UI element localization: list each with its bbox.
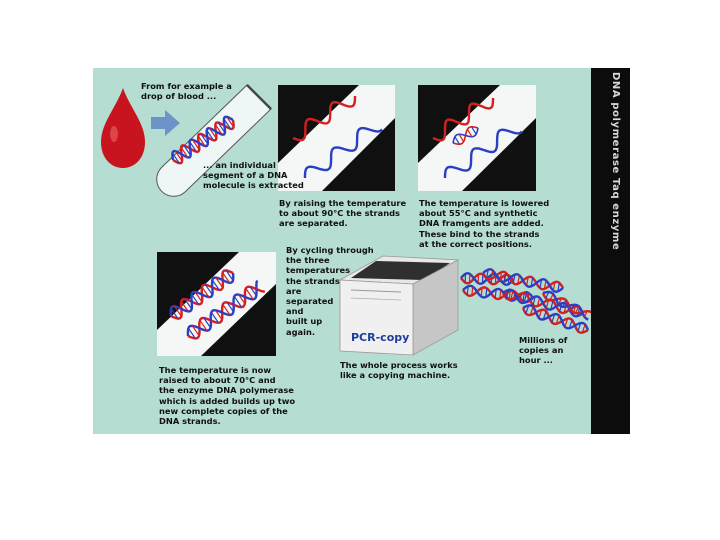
caption-denature: By raising the temperature to about 90°C… — [279, 198, 407, 229]
blood-drop-icon — [101, 88, 145, 168]
dna-helix-icon — [541, 290, 593, 321]
caption-extend: The temperature is now raised to about 7… — [159, 365, 296, 427]
caption-blood-drop: From for example a drop of blood ... — [141, 81, 232, 102]
dna-helix-icon — [171, 115, 235, 165]
caption-dna-segment: ... an individual segment of a DNA molec… — [203, 160, 304, 191]
caption-cycling: By cycling through the three temperature… — [286, 245, 374, 337]
caption-millions: Millions of copies an hour ... — [519, 335, 568, 366]
pcr-diagram: PCR-copy From for example a drop of bloo… — [93, 68, 630, 434]
caption-copy-machine: The whole process works like a copying m… — [340, 360, 458, 381]
dna-helix-icon — [432, 98, 495, 142]
panel-anneal — [418, 85, 536, 191]
right-arrow-icon — [151, 110, 180, 136]
dna-helix-icon — [443, 128, 523, 178]
sidebar-credit: DNA polymerase Taq enzyme — [610, 72, 621, 251]
dna-helix-icon — [481, 268, 565, 293]
dna-helix-icon — [169, 269, 235, 320]
diagram-artwork — [101, 84, 593, 356]
sidebar-strip: DNA polymerase Taq enzyme — [591, 68, 630, 434]
pcr-machine-icon — [338, 255, 460, 356]
panel-denature — [278, 85, 395, 191]
dna-helix-icon — [303, 126, 383, 178]
panel-extend — [157, 252, 276, 356]
caption-anneal: The temperature is lowered about 55°C an… — [419, 198, 550, 249]
dna-helix-icon — [452, 126, 479, 145]
dna-helix-icon — [186, 280, 265, 340]
dna-helix-icon — [292, 96, 357, 142]
pcr-machine-label: PCR-copy — [351, 331, 410, 344]
dna-helix-icon — [521, 304, 590, 334]
